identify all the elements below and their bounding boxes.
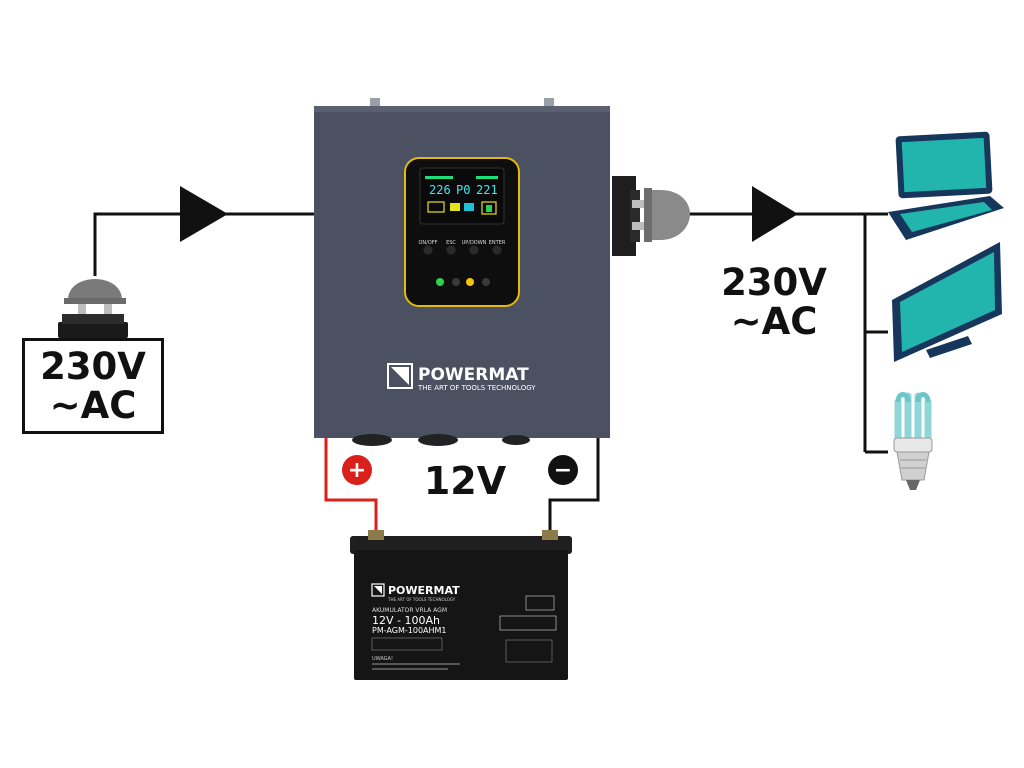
output-plug-icon xyxy=(632,188,690,242)
status-led-4 xyxy=(482,278,490,286)
ac-input-wire xyxy=(93,212,316,276)
negative-wire xyxy=(548,437,600,534)
battery-rating: 12V - 100Ah xyxy=(372,614,440,627)
btn-label-enter: ENTER xyxy=(489,240,506,246)
status-led-yellow xyxy=(466,278,474,286)
status-led-green xyxy=(436,278,444,286)
ac-input-label: 230V ~AC xyxy=(22,345,164,427)
control-panel: 226 P0 221 ON/OFF ESC UP/DOWN ENTER xyxy=(404,157,520,307)
battery-brand: POWERMAT xyxy=(388,584,460,597)
battery-voltage-label: 12V xyxy=(423,459,507,503)
laptop-icon xyxy=(888,131,1004,240)
ac-input-source-box xyxy=(22,338,164,434)
inverter-logo: POWERMAT THE ART OF TOOLS TECHNOLOGY xyxy=(387,363,536,392)
battery-type: AKUMULATOR VRLA AGM xyxy=(372,607,447,614)
output-flow-arrow-icon xyxy=(752,186,798,242)
ac-input-type: ~AC xyxy=(49,383,137,427)
input-flow-arrow-icon xyxy=(180,186,228,242)
btn-label-esc: ESC xyxy=(446,240,456,246)
btn-label-onoff: ON/OFF xyxy=(418,240,437,246)
ac-output-label: 230V ~AC xyxy=(716,261,832,343)
battery-warning: UWAGA! xyxy=(372,656,393,662)
cfl-bulb-icon xyxy=(893,392,933,490)
lcd-right-value: 221 xyxy=(476,183,498,197)
input-plug-icon xyxy=(58,279,128,338)
negative-sign: − xyxy=(554,458,572,483)
ac-output-voltage: 230V xyxy=(721,261,827,304)
status-led-2 xyxy=(452,278,460,286)
inverter-brand: POWERMAT xyxy=(418,365,529,385)
battery-tagline: THE ART OF TOOLS TECHNOLOGY xyxy=(387,597,456,602)
ac-output-type: ~AC xyxy=(730,299,818,343)
ac-input-voltage: 230V xyxy=(40,345,146,388)
battery: POWERMAT THE ART OF TOOLS TECHNOLOGY AKU… xyxy=(350,530,572,680)
lcd-mode-value: P0 xyxy=(456,183,470,197)
battery-model: PM-AGM-100AHM1 xyxy=(372,626,447,635)
positive-wire xyxy=(324,437,378,534)
inverter-tagline: THE ART OF TOOLS TECHNOLOGY xyxy=(417,384,536,392)
btn-label-updown: UP/DOWN xyxy=(462,240,487,246)
positive-terminal-marker: + xyxy=(342,455,372,485)
lcd-left-value: 226 xyxy=(429,183,451,197)
monitor-icon xyxy=(892,242,1002,362)
positive-sign: + xyxy=(348,458,366,483)
negative-terminal-marker: − xyxy=(548,455,578,485)
